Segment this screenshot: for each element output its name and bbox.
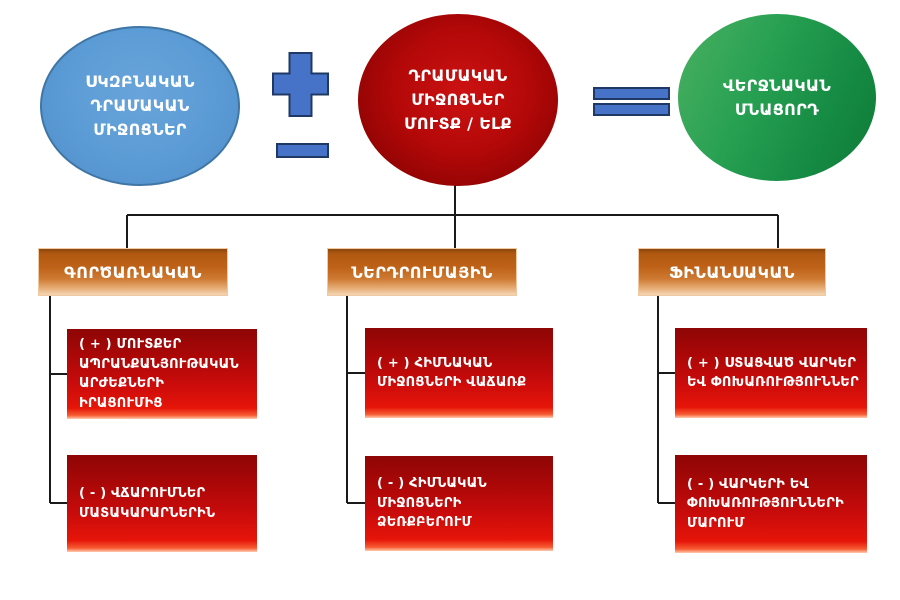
inflow-label: ( + ) ՄՈՒՏՔԵՐ ԱՊՐԱՆՔԱՆՅՈՒԹԱԿԱՆ ԱՐԺԵՔՆԵՐԻ… [79, 337, 239, 411]
category-header-investment: ՆԵՐԴՐՈՒՄԱՅԻՆ [327, 248, 517, 296]
financial-inflow-box: ( + ) ՍՏԱՑՎԱԾ ՎԱՐԿԵՐ ԵՎ ՓՈԽԱՌՈՒԹՅՈՒՆՆԵՐ [675, 328, 867, 418]
category-header-financial: ՖԻՆԱՆՍԱԿԱՆ [638, 248, 826, 296]
tree-connector [126, 185, 779, 250]
column-2-bracket [346, 296, 365, 504]
inflow-label: ( + ) ՍՏԱՑՎԱԾ ՎԱՐԿԵՐ ԵՎ ՓՈԽԱՌՈՒԹՅՈՒՆՆԵՐ [687, 355, 859, 391]
column-3-bracket [657, 296, 675, 504]
final-balance-ellipse: ՎԵՐՋՆԱԿԱՆ ՄՆԱՑՈՐԴ [678, 14, 876, 181]
initial-cash-label: ՍԿԶԲՆԱԿԱՆ ԴՐԱՄԱԿԱՆ ՄԻՋՈՑՆԵՐ [85, 72, 195, 139]
minus-icon [276, 143, 329, 158]
equals-icon [593, 87, 670, 116]
category-header-label: ՖԻՆԱՆՍԱԿԱՆ [669, 262, 795, 282]
investment-outflow-box: ( - ) ՀԻՄՆԱԿԱՆ ՄԻՋՈՑՆԵՐԻ ՁԵՌՔԲԵՐՈՒՄ [365, 456, 553, 551]
operational-outflow-box: ( - ) ՎՃԱՐՈՒՄՆԵՐ ՄԱՏԱԿԱՐԱՐՆԵՐԻՆ [67, 455, 257, 552]
outflow-label: ( - ) ՀԻՄՆԱԿԱՆ ՄԻՋՈՑՆԵՐԻ ՁԵՌՔԲԵՐՈՒՄ [377, 476, 487, 531]
category-header-label: ՆԵՐԴՐՈՒՄԱՅԻՆ [351, 262, 493, 282]
inflow-label: ( + ) ՀԻՄՆԱԿԱՆ ՄԻՋՈՑՆԵՐԻ ՎԱՃԱՌՔ [377, 355, 527, 391]
category-header-label: ԳՈՐԾԱՌՆԱԿԱՆ [64, 262, 202, 282]
category-header-operational: ԳՈՐԾԱՌՆԱԿԱՆ [38, 248, 228, 296]
operational-inflow-box: ( + ) ՄՈՒՏՔԵՐ ԱՊՐԱՆՔԱՆՅՈՒԹԱԿԱՆ ԱՐԺԵՔՆԵՐԻ… [67, 329, 257, 419]
investment-inflow-box: ( + ) ՀԻՄՆԱԿԱՆ ՄԻՋՈՑՆԵՐԻ ՎԱՃԱՌՔ [365, 328, 553, 418]
cash-flows-label: ԴՐԱՄԱԿԱՆ ՄԻՋՈՑՆԵՐ ՄՈՒՏՔ / ԵԼՔ [404, 66, 512, 133]
financial-outflow-box: ( - ) ՎԱՐԿԵՐԻ ԵՎ ՓՈԽԱՌՈՒԹՅՈՒՆՆԵՐԻ ՄԱՐՈՒՄ [675, 455, 867, 553]
plus-icon [272, 52, 329, 117]
final-balance-label: ՎԵՐՋՆԱԿԱՆ ՄՆԱՑՈՐԴ [722, 75, 832, 119]
column-1-bracket [49, 296, 67, 504]
cash-flows-ellipse: ԴՐԱՄԱԿԱՆ ՄԻՋՈՑՆԵՐ ՄՈՒՏՔ / ԵԼՔ [358, 14, 558, 186]
initial-cash-ellipse: ՍԿԶԲՆԱԿԱՆ ԴՐԱՄԱԿԱՆ ՄԻՋՈՑՆԵՐ [40, 26, 240, 186]
outflow-label: ( - ) ՎԱՐԿԵՐԻ ԵՎ ՓՈԽԱՌՈՒԹՅՈՒՆՆԵՐԻ ՄԱՐՈՒՄ [687, 476, 844, 531]
outflow-label: ( - ) ՎՃԱՐՈՒՄՆԵՐ ՄԱՏԱԿԱՐԱՐՆԵՐԻՆ [79, 486, 216, 521]
